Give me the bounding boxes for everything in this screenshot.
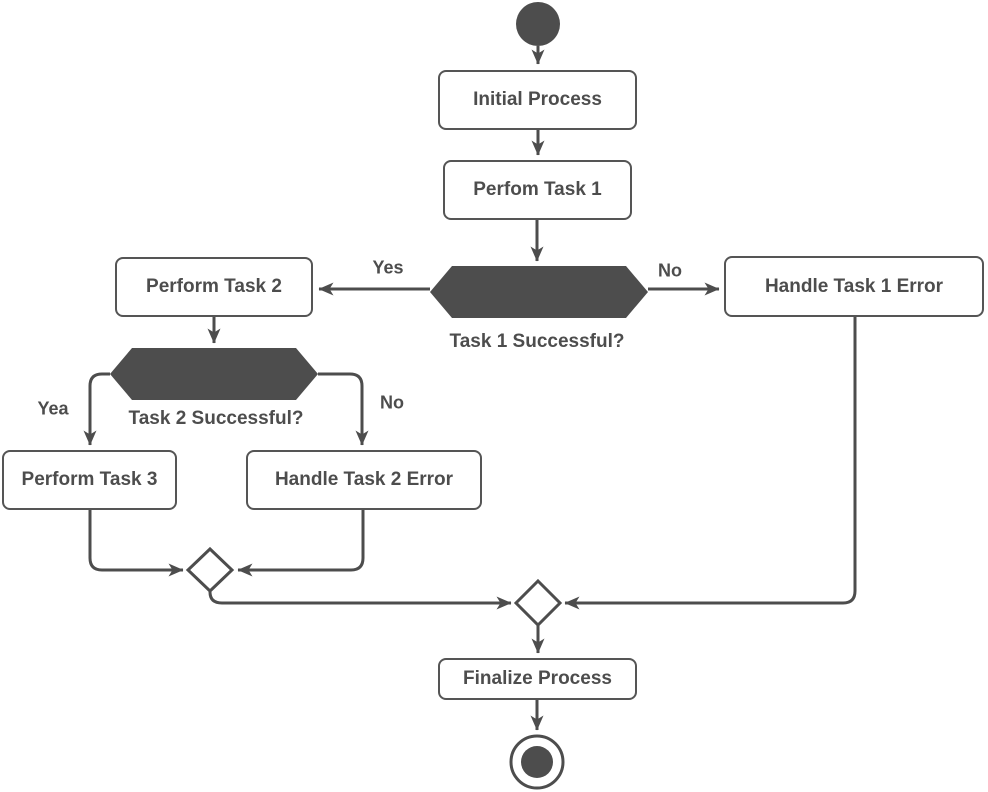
edge-label-decision2-yea: Yea xyxy=(37,398,69,419)
merge-node-2 xyxy=(513,578,563,628)
edge-label-decision2-no: No xyxy=(380,392,404,413)
edge-label-decision1-no: No xyxy=(658,260,682,281)
edge-task3-to-merge1 xyxy=(88,510,184,577)
start-node xyxy=(516,2,560,46)
node-initial-process: Initial Process xyxy=(438,70,637,130)
decision1-hexagon xyxy=(430,266,648,318)
node-finalize-process: Finalize Process xyxy=(438,658,637,700)
edge-decision2-no-to-handle-error2 xyxy=(318,372,369,446)
decision2-caption: Task 2 Successful? xyxy=(128,408,304,429)
node-handle-task-2-error-label: Handle Task 2 Error xyxy=(274,469,454,490)
merge-node-1 xyxy=(185,546,235,594)
node-handle-task-2-error: Handle Task 2 Error xyxy=(246,450,482,510)
node-perform-task-1-label: Perfom Task 1 xyxy=(473,179,602,200)
node-handle-task-1-error: Handle Task 1 Error xyxy=(724,256,984,317)
decision2-hexagon xyxy=(110,348,318,400)
decision1-caption: Task 1 Successful? xyxy=(449,331,625,352)
node-perform-task-2-label: Perform Task 2 xyxy=(146,276,282,297)
edge-decision2-yea-to-task3 xyxy=(83,372,110,446)
edge-merge1-to-merge2 xyxy=(208,591,512,610)
node-perform-task-1: Perfom Task 1 xyxy=(443,160,632,220)
edge-label-decision1-yes: Yes xyxy=(372,257,404,278)
node-handle-task-1-error-label: Handle Task 1 Error xyxy=(764,275,944,297)
edge-handle-error1-to-merge2 xyxy=(564,317,857,610)
end-node-inner-circle xyxy=(521,746,553,778)
edge-handle-error2-to-merge1 xyxy=(237,510,365,577)
node-initial-process-label: Initial Process xyxy=(473,89,602,110)
node-finalize-process-label: Finalize Process xyxy=(463,668,612,689)
node-perform-task-2: Perform Task 2 xyxy=(115,257,313,317)
node-perform-task-3: Perform Task 3 xyxy=(2,450,177,510)
node-perform-task-3-label: Perform Task 3 xyxy=(21,469,158,490)
